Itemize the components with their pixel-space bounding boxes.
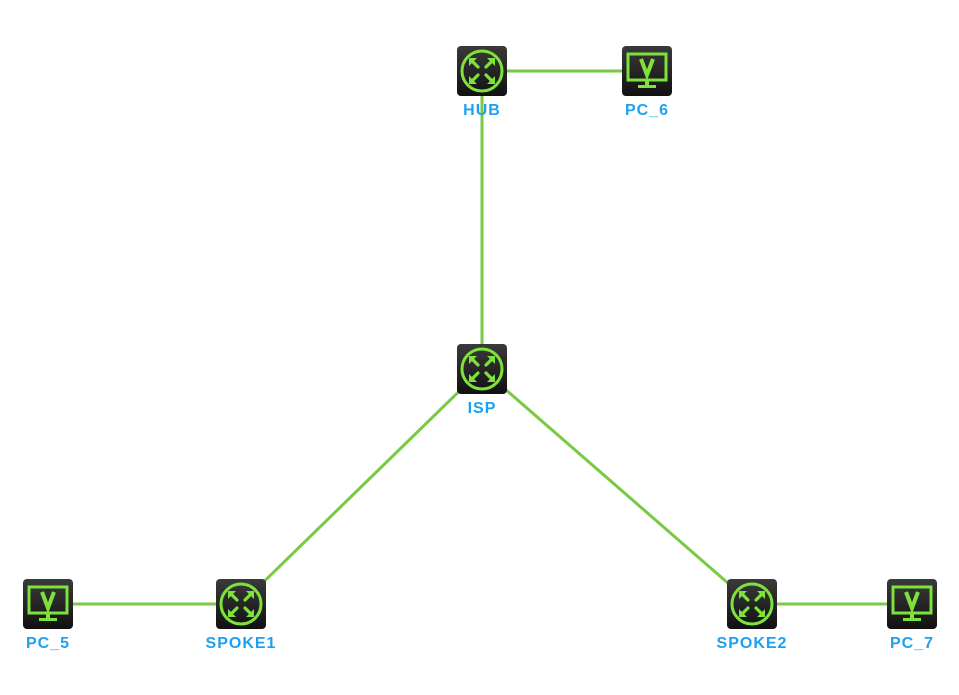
link-isp-spoke1[interactable] xyxy=(239,367,484,606)
pc-monitor-icon xyxy=(887,579,937,629)
router-icon xyxy=(457,46,507,96)
link-isp-spoke2[interactable] xyxy=(481,367,753,606)
pc-6[interactable]: PC_6 xyxy=(622,46,672,119)
router-spoke2[interactable]: SPOKE2 xyxy=(717,579,786,652)
node-label: SPOKE2 xyxy=(716,635,788,652)
node-label: PC_5 xyxy=(25,635,71,652)
pc-5[interactable]: PC_5 xyxy=(23,579,73,652)
node-label: SPOKE1 xyxy=(205,635,277,652)
node-label: PC_6 xyxy=(624,102,670,119)
node-label: HUB xyxy=(463,102,501,119)
node-label: PC_7 xyxy=(889,635,935,652)
router-icon xyxy=(727,579,777,629)
node-label: ISP xyxy=(467,400,497,417)
router-hub[interactable]: HUB xyxy=(457,46,507,119)
router-icon xyxy=(457,344,507,394)
pc-monitor-icon xyxy=(23,579,73,629)
pc-monitor-icon xyxy=(622,46,672,96)
pc-7[interactable]: PC_7 xyxy=(887,579,937,652)
router-isp[interactable]: ISP xyxy=(457,344,507,417)
router-spoke1[interactable]: SPOKE1 xyxy=(206,579,275,652)
router-icon xyxy=(216,579,266,629)
